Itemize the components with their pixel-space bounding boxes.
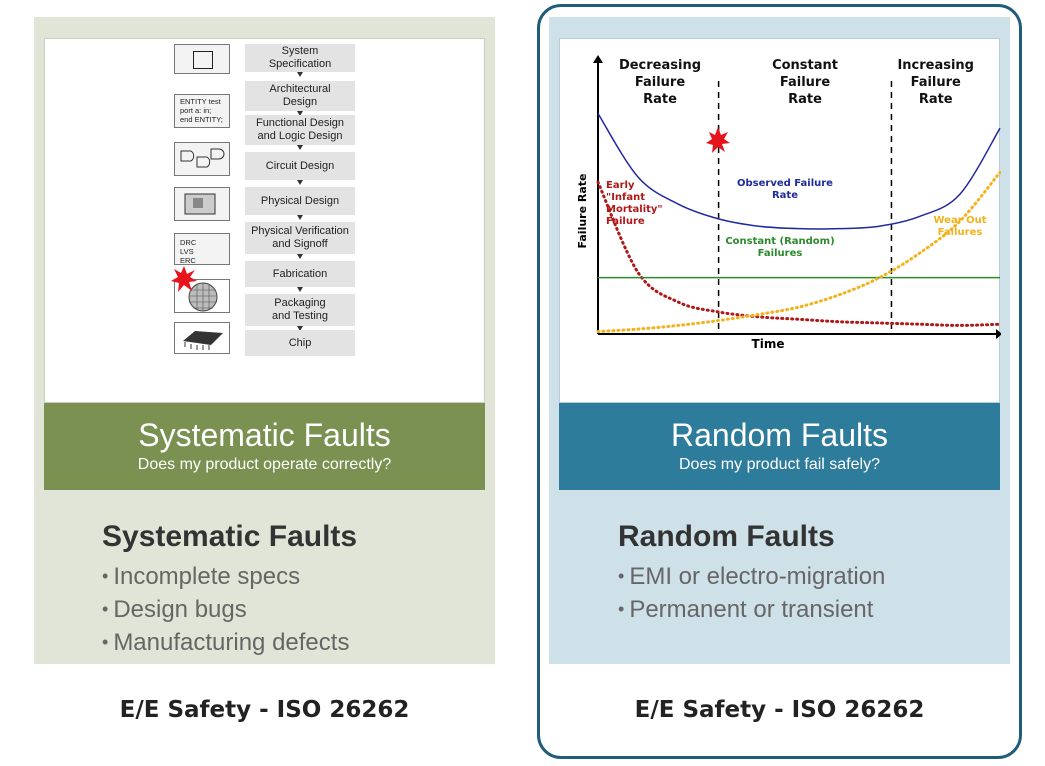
left-footer: E/E Safety - ISO 26262 [119, 697, 410, 723]
list-item: Incomplete specs [102, 560, 349, 593]
banner-subtitle: Does my product operate correctly? [137, 456, 392, 473]
x-axis-arrow [996, 329, 1002, 339]
right-footer: E/E Safety - ISO 26262 [634, 697, 925, 723]
hdl-code-label: ENTITY test port a: in; end ENTITY; [180, 97, 223, 124]
infant-mortality-curve [596, 180, 1002, 327]
y-axis-arrow [593, 55, 603, 63]
systematic-faults-heading: Systematic Faults [102, 520, 358, 553]
flow-arrow [297, 180, 303, 185]
list-item: Manufacturing defects [102, 626, 349, 659]
systematic-faults-list: Incomplete specs Design bugs Manufacturi… [102, 560, 349, 659]
flow-step: Chip [245, 330, 355, 356]
flow-step: Functional Design and Logic Design [245, 115, 355, 145]
flow-arrow [297, 254, 303, 259]
observed-failure-rate-curve [597, 113, 1001, 230]
list-item: Permanent or transient [618, 593, 885, 626]
constant-failures-label: Constant (Random)Failures [725, 236, 834, 259]
checks-label: DRC LVS ERC [180, 238, 197, 265]
x-axis-title: Time [752, 337, 785, 351]
flow-arrow [297, 326, 303, 331]
chip-icon [174, 322, 230, 354]
list-item: EMI or electro-migration [618, 560, 885, 593]
flow-arrow [297, 72, 303, 77]
flow-step: Circuit Design [245, 152, 355, 180]
flow-step: Physical Design [245, 187, 355, 215]
flow-step: System Specification [245, 44, 355, 72]
defect-starburst-icon [170, 265, 198, 297]
systematic-faults-banner: Systematic Faults Does my product operat… [44, 403, 485, 490]
y-axis-title: Failure Rate [576, 174, 589, 249]
random-faults-heading: Random Faults [618, 520, 835, 553]
flow-arrow [297, 145, 303, 150]
flow-step: Packaging and Testing [245, 294, 355, 326]
banner-title: Systematic Faults [138, 417, 391, 453]
block-diagram-icon [174, 44, 230, 74]
banner-subtitle: Does my product fail safely? [679, 456, 880, 473]
flow-step: Architectural Design [245, 81, 355, 111]
flow-arrow [297, 111, 303, 116]
list-item: Design bugs [102, 593, 349, 626]
flow-step: Physical Verification and Signoff [245, 222, 355, 254]
flow-step: Fabrication [245, 261, 355, 287]
flow-arrow [297, 215, 303, 220]
failure-starburst-icon [706, 127, 730, 153]
flow-arrow [297, 287, 303, 292]
banner-title: Random Faults [671, 417, 888, 453]
wear-out-failures-curve [596, 170, 1002, 334]
checks-icon [174, 233, 230, 265]
layout-icon [174, 187, 230, 221]
random-faults-banner: Random Faults Does my product fail safel… [559, 403, 1000, 490]
random-faults-list: EMI or electro-migration Permanent or tr… [618, 560, 885, 626]
hdl-code-icon [174, 94, 230, 128]
logic-gates-icon [174, 142, 230, 176]
